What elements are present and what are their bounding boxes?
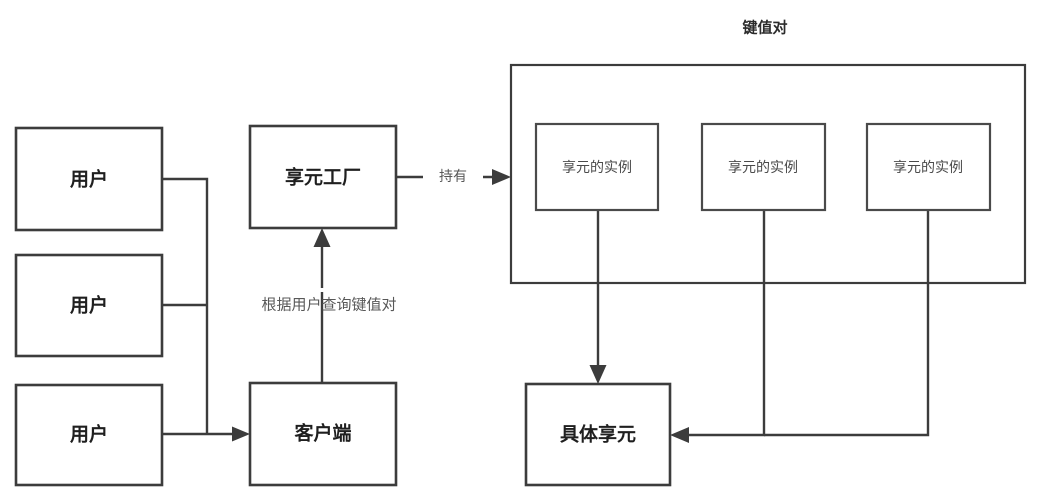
edge-instance3-to-concrete [764, 210, 930, 437]
node-user-2-label: 用户 [70, 294, 108, 317]
group-title-keyvalue: 键值对 [741, 19, 787, 37]
node-client-label: 客户端 [294, 422, 351, 445]
edge-label-holds: 持有 [439, 169, 467, 185]
node-user-2[interactable] [14, 253, 164, 358]
node-user-3[interactable] [14, 383, 164, 487]
node-flyweight-instance-2-label: 享元的实例 [728, 159, 798, 176]
edge-label-query: 根据用户查询键值对 [261, 296, 396, 314]
node-concrete-flyweight-label: 具体享元 [560, 423, 636, 446]
node-flyweight-instance-3[interactable] [865, 122, 992, 212]
arrowhead-instances-to-concrete [670, 427, 689, 443]
edge-user1-to-bus [162, 177, 209, 434]
node-flyweight-instance-1-label: 享元的实例 [562, 159, 632, 176]
node-concrete-flyweight[interactable] [524, 382, 672, 487]
node-flyweight-factory-label: 享元工厂 [285, 166, 361, 189]
node-flyweight-instance-3-label: 享元的实例 [893, 159, 963, 176]
node-client[interactable] [248, 381, 398, 487]
node-user-3-label: 用户 [70, 423, 108, 446]
keyvalue-group-container [509, 63, 1027, 285]
arrowhead-factory-to-group [492, 169, 511, 185]
edge-instance2-to-concrete [683, 210, 766, 437]
node-flyweight-instance-1[interactable] [534, 122, 660, 212]
arrowhead-bus-to-client [232, 426, 250, 442]
node-user-1[interactable] [14, 126, 164, 232]
node-flyweight-instance-2[interactable] [700, 122, 827, 212]
node-user-1-label: 用户 [70, 168, 108, 191]
node-flyweight-factory[interactable] [248, 124, 398, 230]
arrowhead-instance1-to-concrete [589, 365, 607, 384]
arrowhead-client-to-factory [313, 228, 331, 247]
